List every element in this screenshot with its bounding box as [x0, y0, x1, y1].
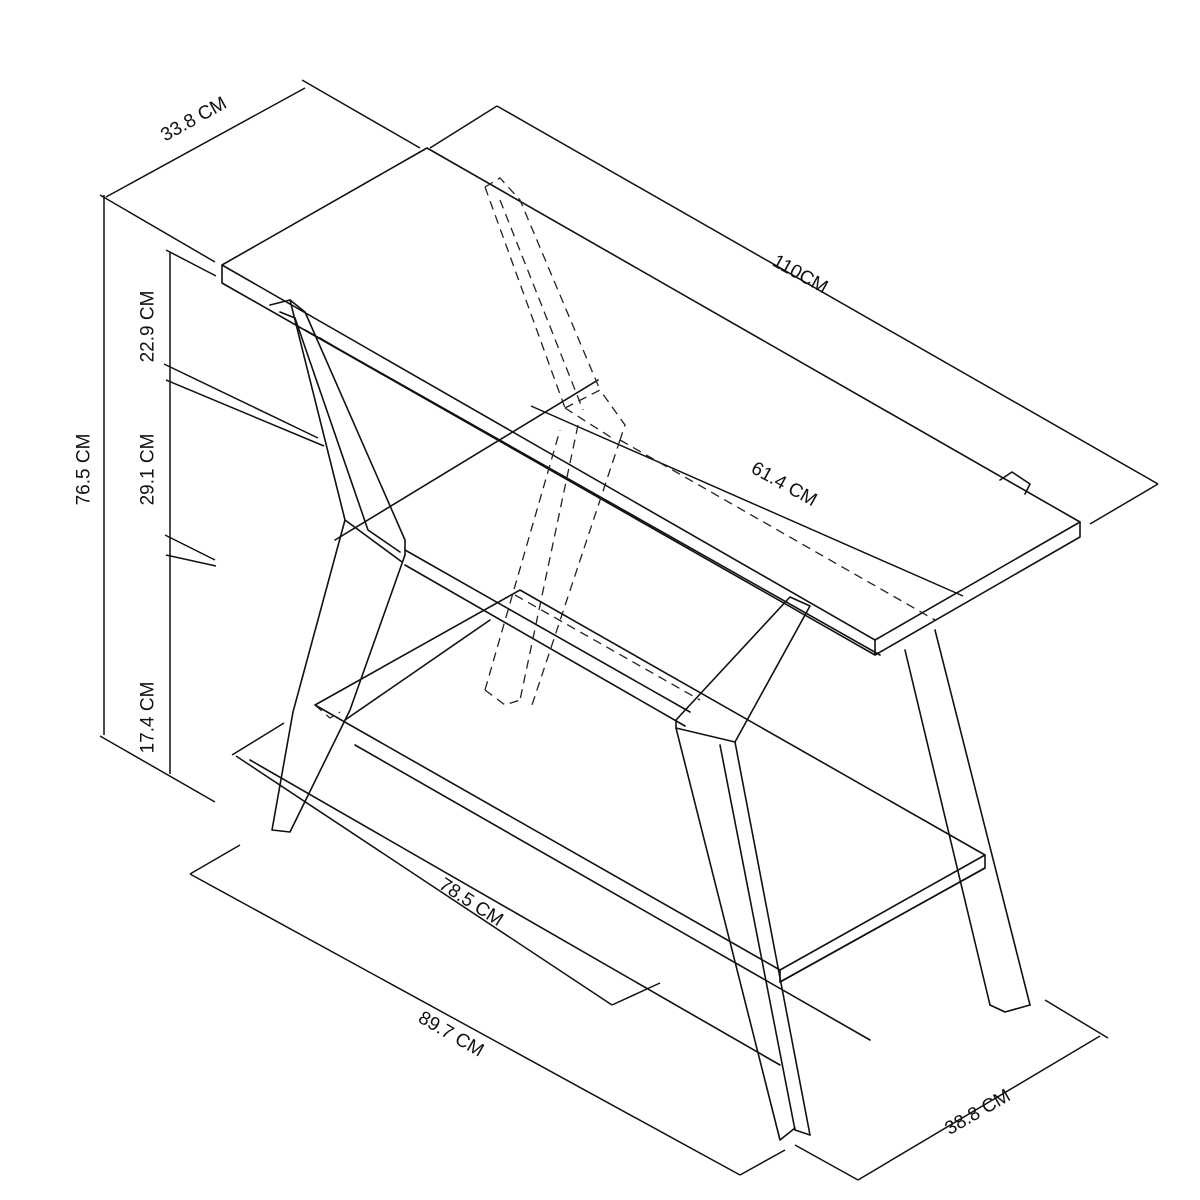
- lower-shelf: [249, 589, 986, 1066]
- front-right-leg: [675, 596, 811, 1141]
- label-upper-segment-height: 22.9 CM: [137, 290, 159, 363]
- label-middle-segment-height: 29.1 CM: [137, 433, 159, 506]
- label-lower-segment-height: 17.4 CM: [137, 681, 159, 754]
- dimension-lines: [99, 79, 1159, 1181]
- table-top: [221, 147, 1081, 656]
- hidden-back-leg: [314, 177, 936, 719]
- front-rail: [304, 329, 881, 727]
- label-overall-height: 76.5 CM: [73, 433, 95, 506]
- front-left-leg: [269, 299, 406, 833]
- back-right-leg: [904, 629, 1031, 1013]
